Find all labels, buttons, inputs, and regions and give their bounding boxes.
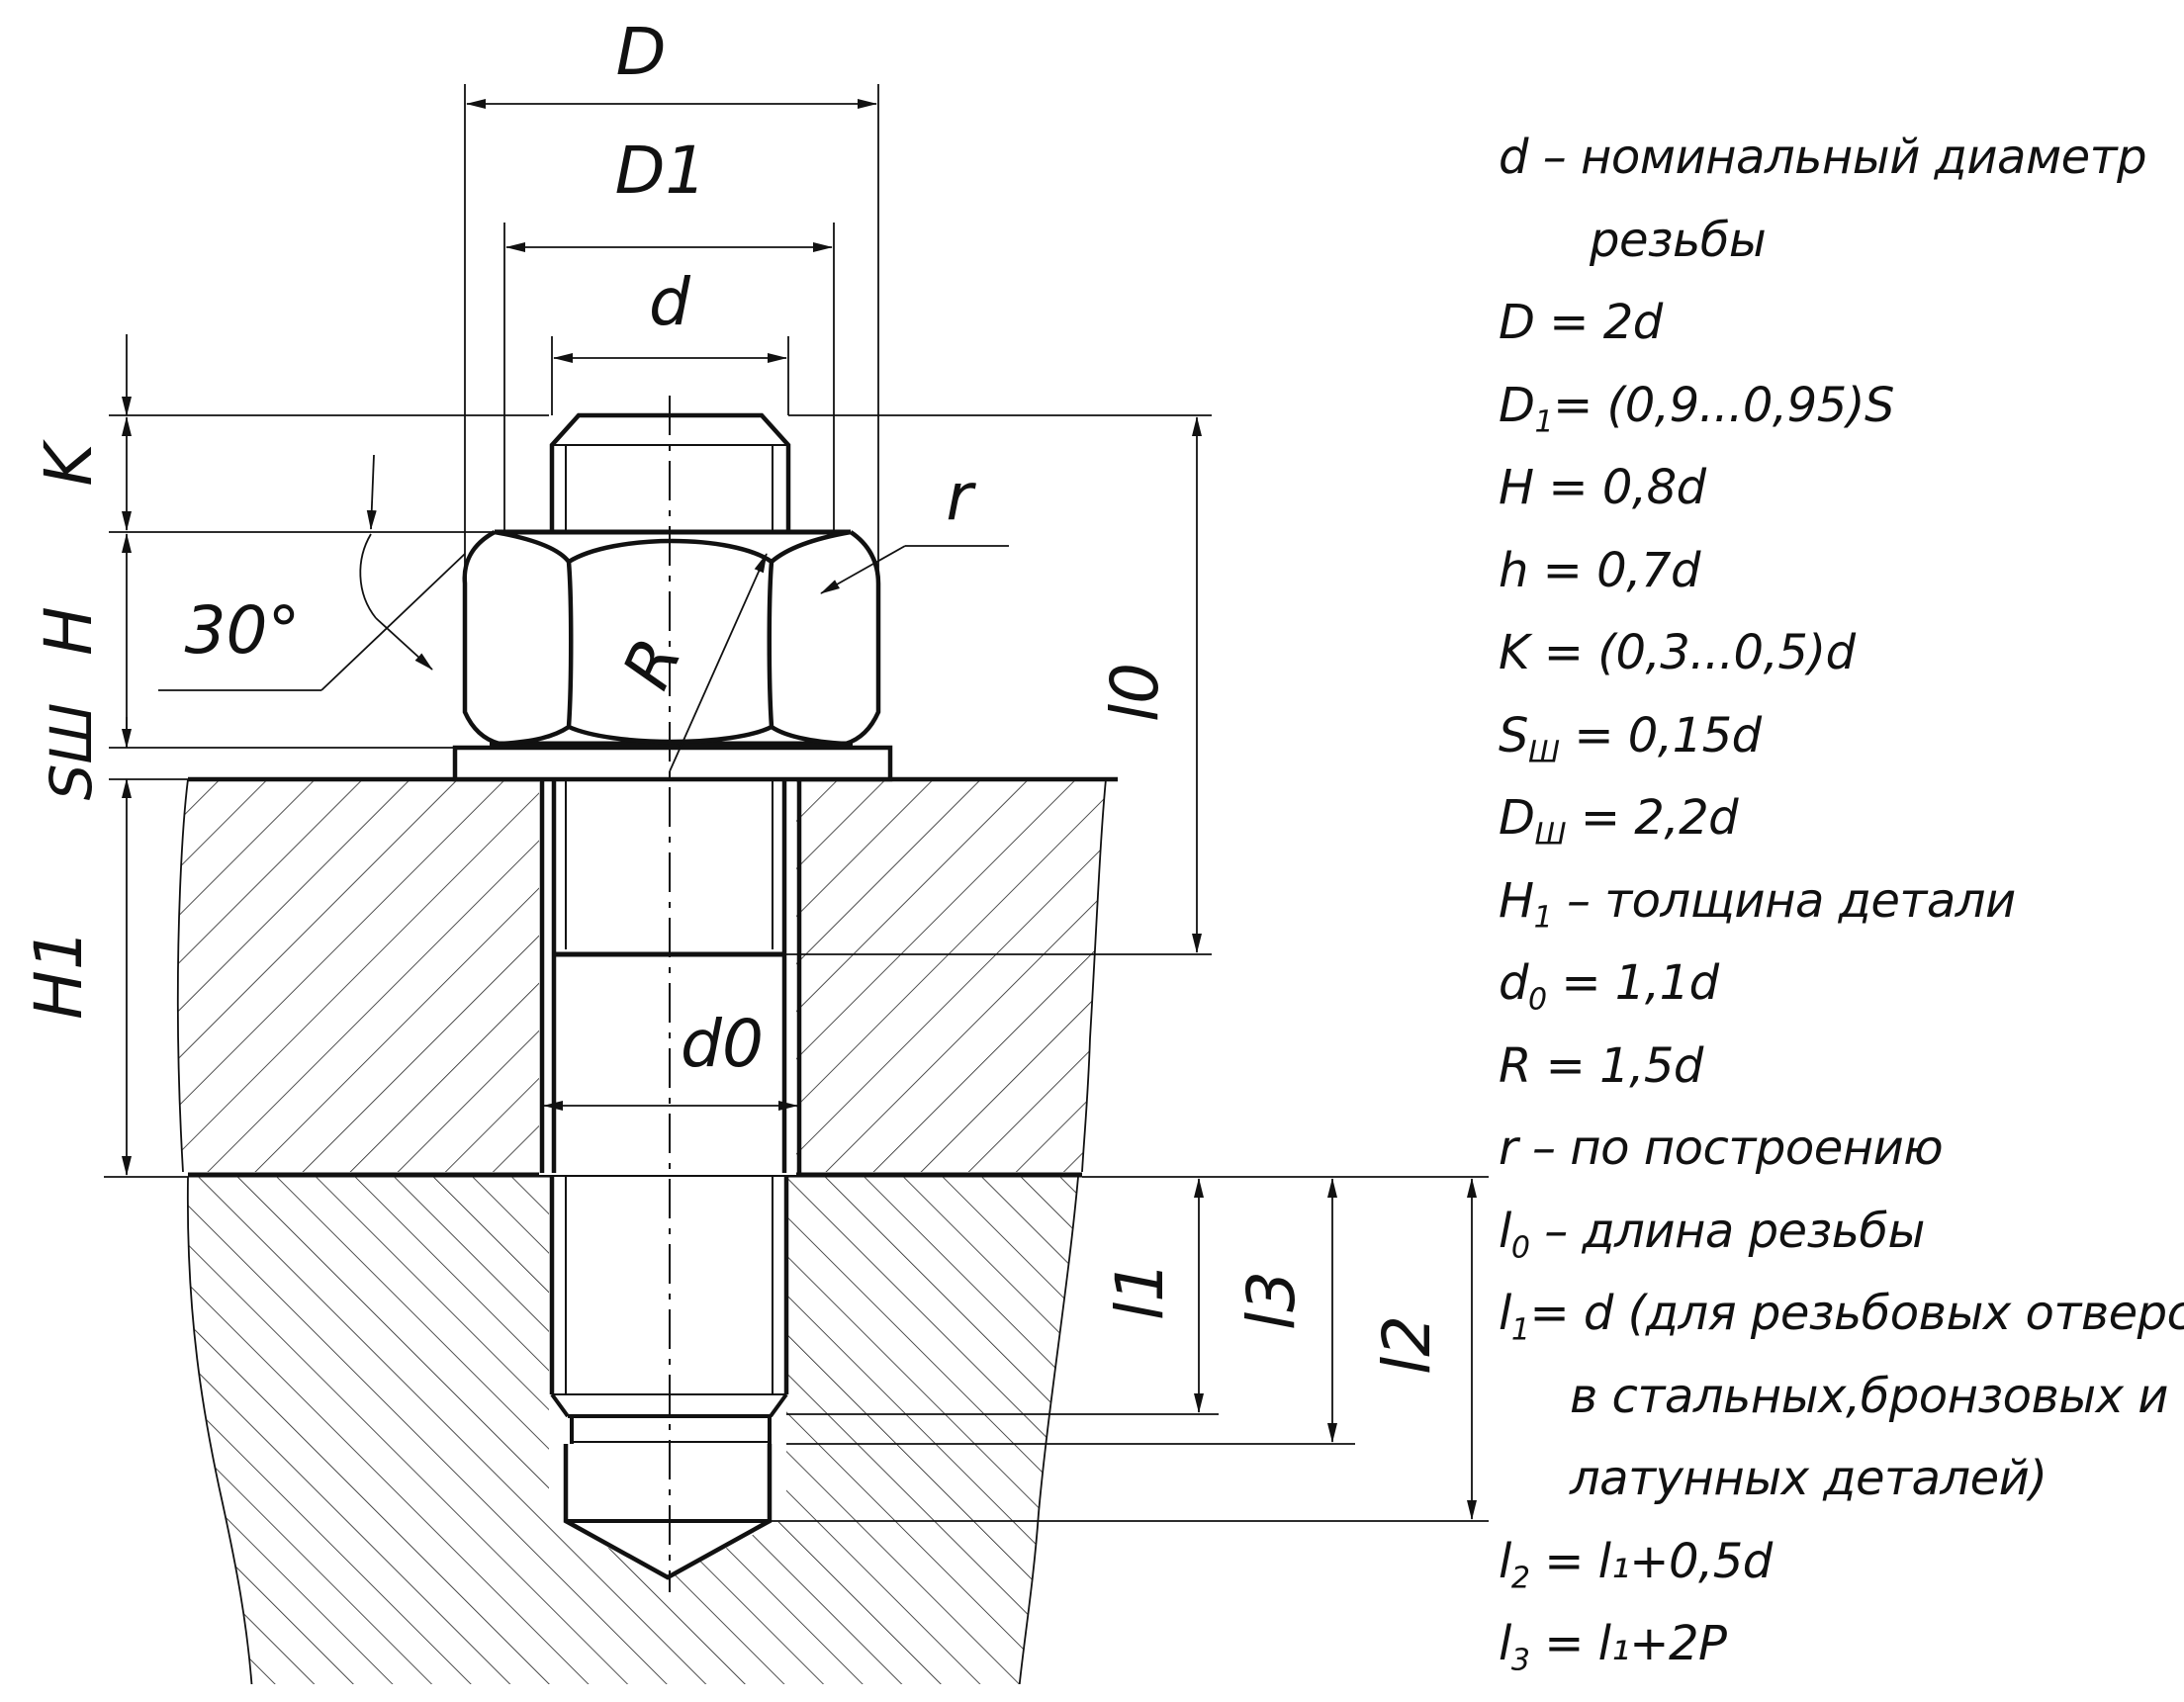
legend-text: = 1,1d bbox=[1546, 955, 1719, 1011]
legend-line: h = 0,7d bbox=[1499, 530, 2181, 613]
legend-text: = 0,8d bbox=[1533, 460, 1706, 515]
legend-symbol: l bbox=[1499, 1533, 1511, 1589]
label-H: H bbox=[31, 606, 107, 656]
legend-text: резьбы bbox=[1590, 212, 1767, 268]
label-l3: l3 bbox=[1233, 1271, 1310, 1330]
legend-text: = l₁+0,5d bbox=[1529, 1533, 1773, 1589]
legend-line: латунных деталей) bbox=[1499, 1438, 2181, 1521]
legend-line: R = 1,5d bbox=[1499, 1026, 2181, 1109]
legend-text: = 2,2d bbox=[1566, 790, 1739, 846]
legend-subscript: 2 bbox=[1510, 1561, 1530, 1596]
legend-subscript: 1 bbox=[1534, 404, 1554, 440]
legend-line: d0 = 1,1d bbox=[1499, 942, 2181, 1026]
nut bbox=[462, 529, 881, 747]
legend-text: в стальных,бронзовых и bbox=[1570, 1368, 2168, 1424]
base-part bbox=[186, 1176, 1079, 1684]
label-l0: l0 bbox=[1097, 663, 1173, 722]
legend-symbol: h bbox=[1499, 542, 1528, 598]
legend-line: l2 = l₁+0,5d bbox=[1499, 1521, 2181, 1604]
legend-subscript: 0 bbox=[1510, 1230, 1530, 1266]
label-K: K bbox=[31, 439, 107, 487]
legend-symbol: D bbox=[1499, 295, 1535, 350]
label-d: d bbox=[649, 264, 691, 340]
legend-line: H = 0,8d bbox=[1499, 447, 2181, 530]
legend-text: = d (для резьбовых отверстий bbox=[1529, 1286, 2184, 1341]
legend-subscript: Ш bbox=[1527, 735, 1560, 770]
legend-symbol: l bbox=[1499, 1203, 1511, 1259]
legend-symbol: R bbox=[1499, 1037, 1531, 1094]
vertical-dimensions-left bbox=[104, 334, 549, 1178]
legend-line: D1= (0,9...0,95)S bbox=[1499, 365, 2181, 448]
label-S-sh: SШ bbox=[38, 703, 105, 801]
legend-line: l0 – длина резьбы bbox=[1499, 1191, 2181, 1274]
legend-subscript: 1 bbox=[1510, 1312, 1530, 1348]
legend-text: = (0,3...0,5)d bbox=[1528, 625, 1856, 680]
legend-symbol: S bbox=[1499, 707, 1528, 763]
legend-text: = 0,7d bbox=[1527, 542, 1701, 598]
leaders bbox=[158, 454, 1009, 772]
label-angle: 30° bbox=[185, 592, 301, 669]
legend-text: = l₁+2P bbox=[1529, 1616, 1727, 1671]
legend-line: K = (0,3...0,5)d bbox=[1499, 612, 2181, 695]
legend-symbol: d bbox=[1499, 130, 1528, 185]
legend-subscript: Ш bbox=[1534, 817, 1567, 852]
label-D1: D1 bbox=[615, 133, 707, 209]
label-l1: l1 bbox=[1102, 1261, 1178, 1320]
legend-symbol: d bbox=[1499, 955, 1528, 1011]
label-d0: d0 bbox=[681, 1006, 764, 1082]
upper-part bbox=[176, 776, 1118, 1178]
legend-line: в стальных,бронзовых и bbox=[1499, 1356, 2181, 1439]
legend-text: = 0,15d bbox=[1559, 707, 1762, 763]
legend-symbol: H bbox=[1499, 460, 1534, 515]
legend-text: – по построению bbox=[1517, 1120, 1944, 1176]
washer bbox=[452, 745, 893, 782]
legend-symbol: r bbox=[1499, 1120, 1518, 1176]
legend-subscript: 0 bbox=[1527, 982, 1547, 1018]
legend-line: d – номинальный диаметр bbox=[1499, 117, 2181, 200]
legend-text: – длина резьбы bbox=[1529, 1203, 1925, 1259]
legend-line: резьбы bbox=[1499, 200, 2181, 283]
label-H1: H1 bbox=[21, 929, 97, 1020]
legend-line: SШ = 0,15d bbox=[1499, 695, 2181, 778]
legend-subscript: 1 bbox=[1533, 900, 1553, 936]
legend-subscript: 3 bbox=[1510, 1643, 1530, 1678]
legend-text: = 1,5d bbox=[1530, 1037, 1704, 1094]
legend-line: DШ = 2,2d bbox=[1499, 777, 2181, 860]
label-D: D bbox=[616, 14, 667, 90]
legend-symbol: K bbox=[1499, 625, 1529, 680]
legend-symbol: H bbox=[1499, 872, 1534, 929]
legend-text: – номинальный диаметр bbox=[1527, 130, 2147, 185]
legend-symbol: D bbox=[1499, 790, 1535, 846]
legend-line: l3 = l₁+2P bbox=[1499, 1603, 2181, 1686]
legend-text: = (0,9...0,95)S bbox=[1553, 377, 1894, 433]
legend-line: H1 – толщина детали bbox=[1499, 860, 2181, 943]
legend-text: – толщина детали bbox=[1552, 872, 2016, 929]
vertical-dimensions-right bbox=[770, 414, 1489, 1522]
label-l2: l2 bbox=[1369, 1315, 1445, 1375]
legend-text: латунных деталей) bbox=[1570, 1451, 2048, 1506]
legend-text: = 2d bbox=[1534, 295, 1663, 350]
legend-line: l1= d (для резьбовых отверстий bbox=[1499, 1273, 2184, 1356]
legend-symbol: l bbox=[1499, 1616, 1511, 1671]
legend-symbol: l bbox=[1499, 1286, 1511, 1341]
legend-symbol: D bbox=[1499, 377, 1535, 433]
horizontal-dimensions bbox=[464, 84, 879, 1111]
legend-line: D = 2d bbox=[1499, 282, 2181, 365]
label-r: r bbox=[946, 459, 976, 535]
legend-line: r – по построению bbox=[1499, 1108, 2181, 1191]
